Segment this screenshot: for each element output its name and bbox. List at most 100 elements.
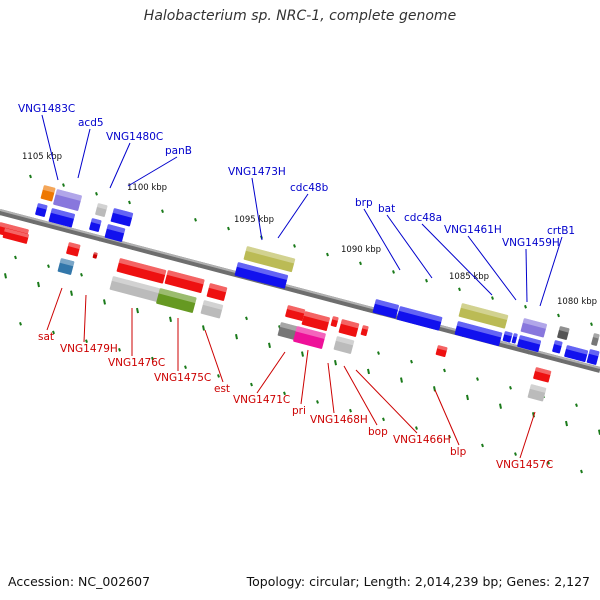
gene-feature [502, 331, 513, 343]
label-leader-line [355, 369, 418, 434]
tick-mark [169, 316, 172, 322]
tick-mark [448, 434, 451, 439]
gene-feature [48, 208, 76, 228]
tick-mark [316, 400, 319, 404]
label-leader-line [467, 235, 517, 301]
tick-mark [194, 218, 197, 222]
gene-feature [243, 246, 296, 273]
label-leader-line [41, 114, 59, 181]
label-leader-line [525, 248, 528, 303]
tick-mark [103, 299, 106, 305]
gene-feature [396, 306, 443, 331]
gene-feature [511, 333, 518, 344]
gene-feature [557, 325, 570, 340]
tick-mark [283, 391, 286, 396]
kbp-label: 1105 kbp [22, 152, 62, 162]
gene-feature [234, 262, 289, 289]
gene-labels: VNG1483Cacd5VNG1480CpanBVNG1473Hcdc48bbr… [18, 103, 575, 471]
tick-mark [326, 252, 329, 257]
gene-feature [454, 321, 503, 347]
gene-feature [527, 384, 547, 402]
accession-text: Accession: NC_002607 [8, 574, 151, 589]
gene-feature [277, 322, 299, 340]
gene-label-bottom: VNG1466H [393, 434, 451, 446]
tick-mark [14, 255, 17, 260]
tick-mark [301, 351, 304, 357]
gene-feature [360, 325, 369, 336]
gene-feature [285, 305, 306, 321]
gene-feature [206, 282, 228, 301]
gene-label-top: panB [165, 145, 192, 157]
map-title: Halobacterium sp. NRC-1, complete genome [143, 8, 457, 24]
gene-feature [564, 344, 589, 362]
tick-mark [118, 348, 121, 352]
gene-feature [435, 344, 448, 357]
label-leader-line [300, 349, 309, 405]
tick-mark [349, 408, 352, 413]
gene-feature [533, 367, 552, 383]
gene-label-top: crtB1 [547, 225, 575, 237]
gene-label-bottom: blp [450, 446, 467, 458]
tick-mark [547, 460, 550, 465]
gene-feature [104, 223, 126, 242]
tick-mark [250, 382, 253, 387]
gene-label-top: VNG1483C [18, 103, 75, 115]
gene-label-bottom: VNG1468H [310, 414, 368, 426]
gene-label-bottom: VNG1479H [60, 343, 118, 355]
kbp-label: 1090 kbp [341, 245, 381, 255]
gene-feature [200, 300, 224, 319]
gene-feature [586, 349, 600, 365]
label-leader-line [204, 329, 224, 383]
label-leader-line [363, 208, 401, 271]
gene-label-top: VNG1459H [502, 237, 560, 249]
label-leaders [41, 114, 563, 459]
gene-feature [2, 228, 30, 244]
tick-mark [37, 281, 40, 288]
tick-mark [52, 330, 55, 335]
gene-feature [338, 318, 360, 337]
tick-mark [443, 368, 446, 373]
genome-backbone [0, 209, 600, 373]
tick-mark [367, 368, 370, 375]
label-leader-line [327, 362, 335, 414]
label-leader-line [277, 193, 309, 239]
gene-features [0, 185, 600, 402]
gene-label-top: VNG1473H [228, 166, 286, 178]
gene-feature [66, 242, 81, 257]
label-leader-line [256, 351, 286, 394]
label-leader-line [519, 411, 536, 459]
tick-mark [359, 261, 362, 266]
tick-mark [80, 273, 83, 277]
tick-mark [557, 313, 560, 318]
gene-label-top: acd5 [78, 117, 104, 129]
tick-mark [268, 342, 271, 349]
gene-feature [458, 303, 509, 329]
label-leader-line [251, 177, 263, 241]
tick-mark [4, 273, 7, 279]
tick-mark [227, 226, 230, 231]
gene-feature [591, 333, 600, 346]
tick-mark [184, 365, 187, 370]
tick-mark [499, 403, 502, 409]
gene-feature [164, 270, 205, 293]
gene-label-bottom: est [214, 383, 230, 395]
tick-mark [415, 426, 418, 430]
tick-mark [70, 290, 73, 296]
tick-mark [392, 270, 395, 274]
gene-feature [520, 318, 548, 338]
gene-label-bottom: pri [292, 405, 306, 417]
tick-mark [235, 333, 238, 340]
tick-mark [590, 322, 593, 326]
gene-feature [517, 335, 542, 352]
gene-feature [40, 185, 56, 202]
tick-mark [458, 287, 461, 292]
tick-mark [29, 174, 32, 179]
gene-feature [110, 208, 134, 227]
tick-mark [85, 339, 88, 343]
tick-mark [377, 351, 380, 355]
gene-feature [109, 276, 162, 303]
label-leader-line [343, 365, 378, 426]
tick-mark [580, 469, 583, 474]
